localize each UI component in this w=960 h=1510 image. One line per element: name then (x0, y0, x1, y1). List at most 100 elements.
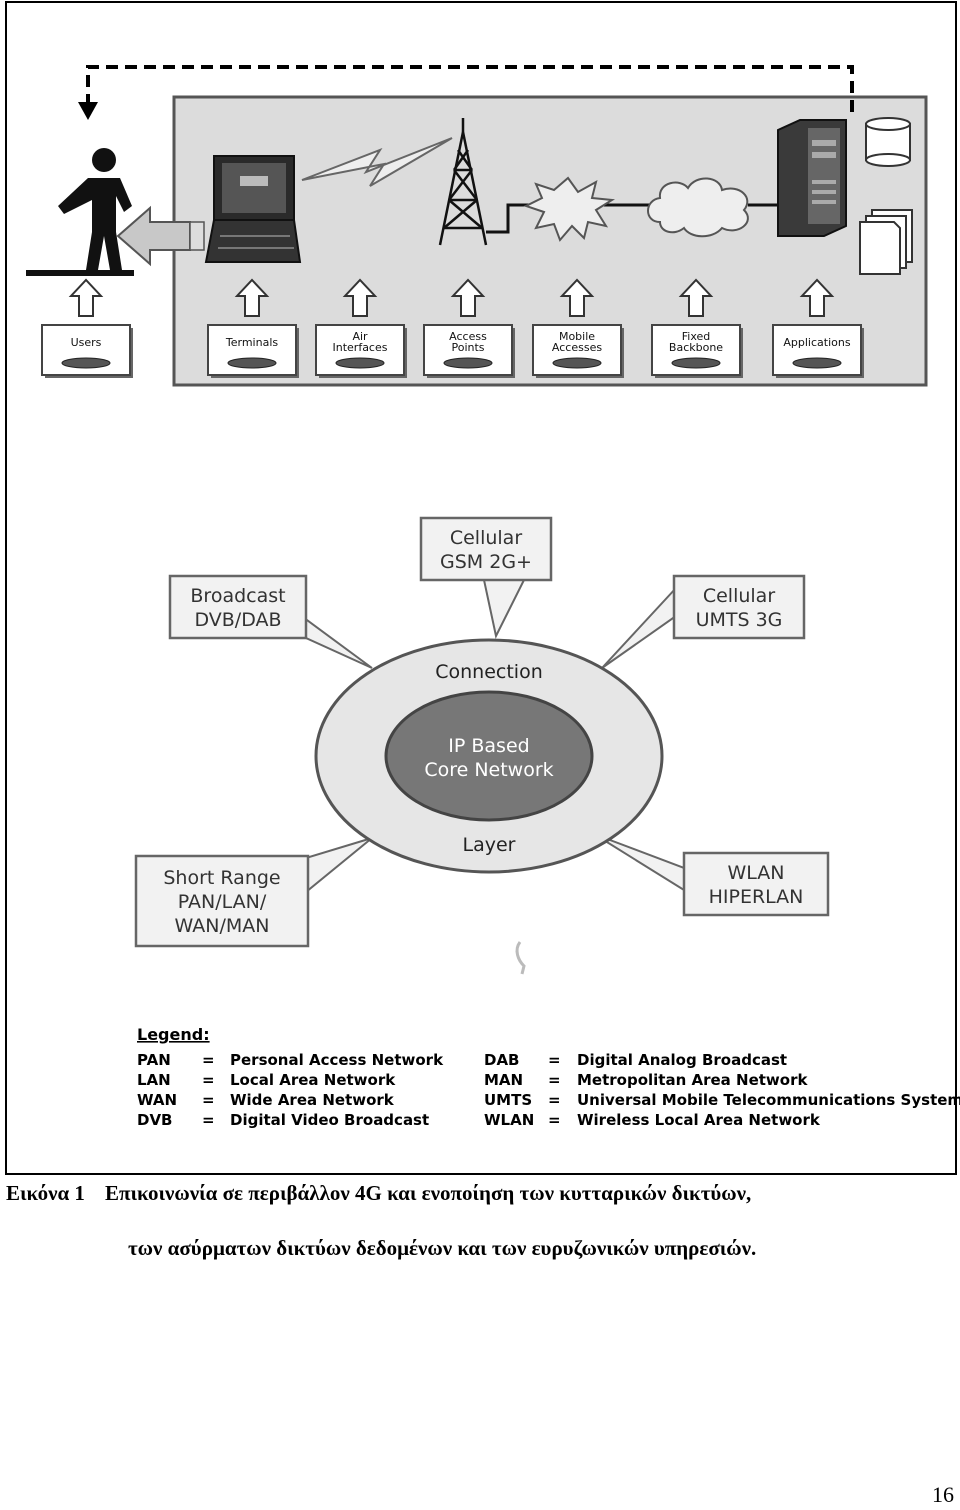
mobile-access-burst-icon (523, 176, 616, 242)
callout-text-wlan: WLAN (727, 862, 784, 884)
legend-abbr: DAB (484, 1051, 520, 1069)
box-label-applications: Applications (783, 336, 850, 349)
box-label-fixed-backbone: Fixed (682, 330, 711, 343)
box-label-fixed-backbone: Backbone (669, 341, 723, 354)
legend-equals: = (202, 1051, 215, 1069)
box-terminals: Terminals (207, 324, 299, 378)
antenna-tower-icon (438, 118, 488, 246)
callout-text-cellular-umts: Cellular (703, 585, 775, 607)
core-network-line-2: Core Network (424, 759, 553, 781)
legend-abbr: WLAN (484, 1111, 534, 1129)
terminal-to-user-arrow-icon (116, 205, 205, 267)
legend-row: DAB = Digital Analog Broadcast (484, 1051, 787, 1069)
legend-equals: = (548, 1111, 561, 1129)
callout-text-wlan: HIPERLAN (709, 886, 804, 908)
box-label-air-interfaces: Air (352, 330, 368, 343)
figure-caption-text-1: Επικοινωνία σε περιβάλλον 4G και ενοποίη… (104, 1181, 752, 1205)
legend-definition: Wide Area Network (230, 1091, 395, 1109)
legend-abbr: PAN (137, 1051, 171, 1069)
database-icon (865, 117, 911, 167)
box-label-air-interfaces: Interfaces (333, 341, 388, 354)
legend-equals: = (548, 1051, 561, 1069)
legend-abbr: MAN (484, 1071, 523, 1089)
legend-equals: = (202, 1111, 215, 1129)
callout-text-cellular-gsm: GSM 2G+ (440, 551, 532, 573)
legend-row: WLAN = Wireless Local Area Network (484, 1111, 821, 1129)
wireless-bolt-icon (301, 137, 453, 187)
legend-definition: Digital Video Broadcast (230, 1111, 429, 1129)
user-figure-icon (26, 148, 134, 276)
legend-abbr: WAN (137, 1091, 177, 1109)
feedback-dashed-arrow (86, 65, 854, 112)
laptop-icon (204, 155, 302, 263)
legend-row: LAN=Local Area Network (137, 1071, 396, 1089)
callout-text-cellular-gsm: Cellular (450, 527, 522, 549)
core-network-line-1: IP Based (448, 735, 529, 757)
legend-title: Legend: (137, 1025, 210, 1044)
legend-definition: Personal Access Network (230, 1051, 444, 1069)
layer-label: Layer (463, 834, 516, 856)
legend-equals: = (202, 1091, 215, 1109)
server-icon (777, 119, 847, 237)
callout-text-broadcast: DVB/DAB (194, 609, 281, 631)
feedback-arrowhead-icon (78, 102, 98, 120)
callout-text-short-range: WAN/MAN (175, 915, 270, 937)
up-arrow-icon (68, 278, 104, 317)
up-arrow-icon (342, 278, 378, 317)
legend-abbr: LAN (137, 1071, 171, 1089)
legend-definition: Digital Analog Broadcast (577, 1051, 787, 1069)
legend-row: PAN = Personal Access Network (137, 1051, 444, 1069)
box-label-mobile-accesses: Accesses (552, 341, 602, 354)
legend-definition: Metropolitan Area Network (577, 1071, 808, 1089)
legend-row: WAN = Wide Area Network (137, 1091, 395, 1109)
box-label-access-points: Access (449, 330, 487, 343)
callout-text-broadcast: Broadcast (190, 585, 285, 607)
documents-icon (859, 209, 913, 275)
legend-abbr: UMTS (484, 1091, 532, 1109)
up-arrow-icon (450, 278, 486, 317)
up-arrow-icon (678, 278, 714, 317)
legend-definition: Wireless Local Area Network (577, 1111, 821, 1129)
ip-core-network-ellipse (384, 690, 594, 822)
box-label-mobile-accesses: Mobile (559, 330, 595, 343)
legend-row: UMTS = Universal Mobile Telecommunications… (484, 1091, 960, 1109)
box-applications: Applications (772, 324, 864, 378)
box-label-terminals: Terminals (225, 336, 278, 349)
figure-caption-line-2: των ασύρματων δικτύων δεδομένων και των … (128, 1236, 757, 1260)
legend-row: DVB = Digital Video Broadcast (137, 1111, 429, 1129)
callout-text-short-range: Short Range (163, 867, 280, 889)
legend-equals: = (548, 1071, 561, 1089)
legend-equals: = (548, 1091, 561, 1109)
up-arrow-icon (234, 278, 270, 317)
box-label-access-points: Points (451, 341, 484, 354)
legend-abbr: DVB (137, 1111, 173, 1129)
up-arrow-icon (559, 278, 595, 317)
network-link-line (486, 203, 778, 234)
box-users: Users (41, 324, 133, 378)
stray-mark (515, 941, 526, 975)
callout-text-cellular-umts: UMTS 3G (696, 609, 783, 631)
up-arrow-icon (799, 278, 835, 317)
box-label-users: Users (71, 336, 102, 349)
figure-caption-label: Εικόνα 1 (6, 1181, 85, 1205)
up-arrows-row (68, 278, 835, 317)
legend-definition: Universal Mobile Telecommunications Syst… (577, 1091, 960, 1109)
legend-row: MAN = Metropolitan Area Network (484, 1071, 808, 1089)
backbone-cloud-icon (647, 177, 749, 238)
legend-definition: Local Area Network (230, 1071, 396, 1089)
page-number: 16 (932, 1482, 954, 1507)
figure-caption-line-1: Εικόνα 1 Επικοινωνία σε περιβάλλον 4G και… (6, 1181, 751, 1206)
